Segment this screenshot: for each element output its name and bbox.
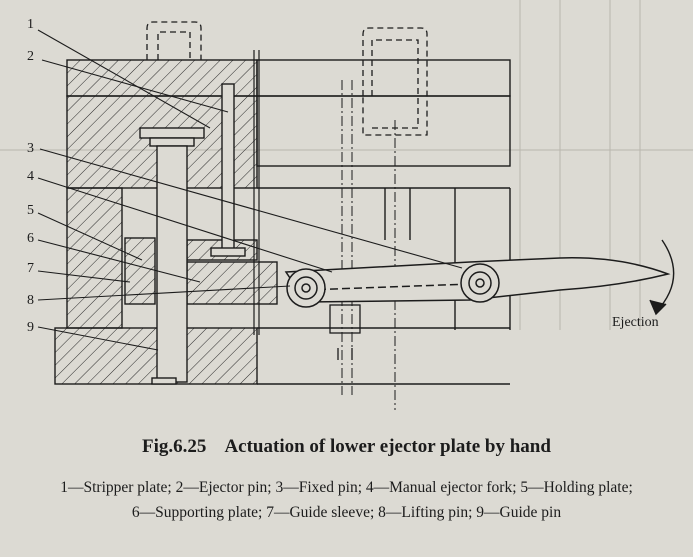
callout-5: 5 — [27, 203, 34, 218]
fork-pins — [286, 263, 500, 308]
legend-line-2: 6—Supporting plate; 7—Guide sleeve; 8—Li… — [131, 504, 562, 521]
callout-numbers: 1 2 3 4 5 6 7 8 9 — [27, 17, 34, 335]
fixed-pin-core — [475, 278, 485, 288]
callout-3: 3 — [27, 141, 34, 156]
leader-lines — [37, 29, 463, 351]
left-wall-section — [66, 187, 123, 329]
callout-8: 8 — [27, 293, 34, 308]
callout-2: 2 — [27, 49, 34, 64]
callout-6: 6 — [27, 231, 34, 246]
mold-plates-right — [256, 59, 511, 385]
figure-caption: Fig.6.25 Actuation of lower ejector plate… — [0, 436, 693, 458]
guide-pin — [139, 127, 205, 385]
ejector-pin — [210, 83, 246, 257]
callout-9: 9 — [27, 320, 34, 335]
lifting-pin-block — [329, 304, 361, 360]
ejection-arrow — [649, 239, 675, 316]
callout-4: 4 — [27, 169, 34, 184]
guide-sleeve-section — [124, 237, 156, 305]
top-inserts-dashed — [146, 21, 428, 136]
ejection-label: Ejection — [612, 315, 659, 330]
centerlines — [341, 80, 396, 410]
callout-1: 1 — [27, 17, 34, 32]
bottom-plate-section — [54, 327, 258, 385]
legend-line-1: 1—Stripper plate; 2—Ejector pin; 3—Fixed… — [60, 479, 633, 496]
figure-title: Actuation of lower ejector plate by hand — [224, 436, 551, 457]
figure-number: Fig.6.25 — [142, 436, 207, 457]
callout-7: 7 — [27, 261, 34, 276]
lifting-pin-core — [301, 283, 311, 293]
supporting-plate-section — [186, 261, 278, 305]
